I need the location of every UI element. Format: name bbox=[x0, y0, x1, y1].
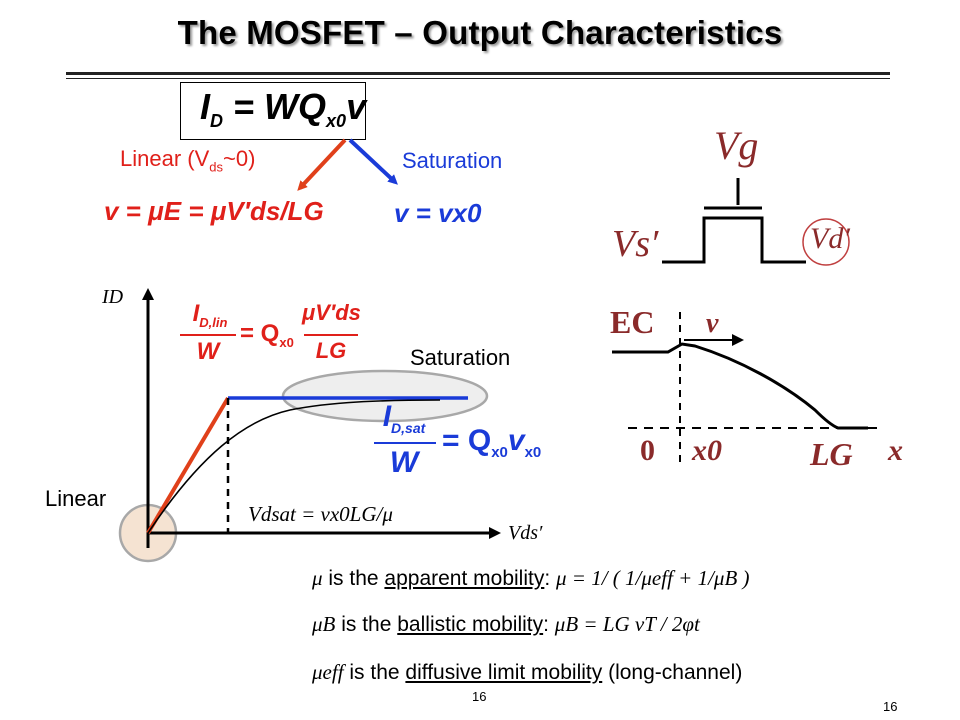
lin-eq-numerator-main: I bbox=[192, 300, 200, 327]
top-equation-lhs: I bbox=[200, 86, 211, 127]
vds-axis-label: Vds′ bbox=[508, 522, 543, 544]
linear-branch-arrow bbox=[297, 138, 347, 191]
id-vds-curve bbox=[147, 399, 441, 534]
saturation-region-label: Saturation bbox=[410, 345, 511, 370]
ec-label: EC bbox=[610, 304, 655, 340]
saturation-branch-arrow bbox=[348, 138, 398, 185]
lin-eq-rhs-pre: = Q bbox=[240, 320, 280, 347]
lin-eq-numerator-sub: D,lin bbox=[199, 314, 228, 330]
bullet-1-pre: is the bbox=[322, 567, 385, 590]
bullet-3-post: (long-channel) bbox=[602, 661, 743, 684]
linear-branch-label-post: ~0) bbox=[223, 146, 256, 171]
lin-eq-fraction-bar bbox=[180, 334, 236, 336]
sat-eq-numerator-main: I bbox=[382, 400, 392, 433]
lin-eq-rhs-sub: x0 bbox=[279, 334, 294, 350]
saturation-region-highlight bbox=[281, 369, 489, 423]
channel-outline bbox=[662, 216, 806, 264]
saturation-velocity-equation: v = vx0 bbox=[394, 198, 482, 228]
sat-eq-rhs: = Qx0vx0 bbox=[442, 424, 541, 461]
top-equation-box bbox=[180, 82, 366, 140]
top-equation-rhs-sub: x0 bbox=[326, 111, 347, 132]
sat-eq-rhs-main: = Q bbox=[442, 424, 492, 457]
bullet-2-pre: is the bbox=[335, 613, 398, 636]
lg-label: LG bbox=[810, 436, 853, 472]
lin-eq-numerator: ID,lin bbox=[180, 300, 240, 330]
bullet-3-pre: is the bbox=[343, 661, 406, 684]
saturation-branch-label: Saturation bbox=[402, 148, 503, 173]
sat-eq-denominator: W bbox=[389, 446, 419, 479]
lin-eq-denominator: W bbox=[196, 338, 220, 365]
conduction-band-edge bbox=[612, 342, 868, 430]
bullet-2-term: ballistic mobility bbox=[397, 613, 544, 636]
bullet-diffusive-mobility: μeff is the diffusive limit mobility (lo… bbox=[312, 660, 742, 685]
linear-branch-label: Linear (Vds~0) bbox=[120, 146, 255, 174]
source-voltage-label: Vs′ bbox=[612, 223, 659, 265]
lin-eq-rhs-denominator: LG bbox=[315, 338, 347, 363]
sat-eq-numerator-sub: D,sat bbox=[391, 420, 426, 436]
top-equation-lhs-sub: D bbox=[210, 111, 224, 132]
sat-eq-rhs-sub1: x0 bbox=[491, 444, 508, 461]
bullet-1-term: apparent mobility bbox=[384, 567, 545, 590]
gate-voltage-label: Vg bbox=[714, 123, 759, 168]
lin-eq-rhs: = Qx0 bbox=[240, 320, 294, 350]
bullet-3-symbol: μeff bbox=[312, 660, 344, 684]
origin-label: 0 bbox=[640, 434, 655, 467]
bullet-3-term: diffusive limit mobility bbox=[405, 661, 603, 684]
bullet-ballistic-mobility: μB is the ballistic mobility: μB = LG vT… bbox=[312, 612, 700, 637]
bullet-1-post: : bbox=[544, 567, 557, 590]
velocity-label: v bbox=[706, 308, 719, 339]
title-rule-thick bbox=[66, 72, 890, 75]
linear-asymptote-line bbox=[146, 396, 230, 535]
drain-highlight bbox=[802, 218, 850, 266]
linear-branch-label-sub: ds bbox=[209, 159, 224, 175]
sat-eq-rhs-v: v bbox=[507, 424, 525, 457]
x0-label: x0 bbox=[692, 434, 722, 467]
id-axis-label-text: ID bbox=[102, 286, 124, 308]
top-equation: ID = WQx0v bbox=[200, 86, 366, 132]
bullet-1-symbol: μ bbox=[312, 566, 323, 590]
bullet-apparent-mobility: μ is the apparent mobility: μ = 1/ ( 1/μ… bbox=[312, 566, 750, 591]
drain-voltage-label: Vd′ bbox=[810, 222, 850, 255]
id-axis-label: ID bbox=[102, 286, 123, 309]
x-axis-label: x bbox=[888, 434, 903, 467]
linear-velocity-equation: v = μE = μV′ds/LG bbox=[104, 196, 324, 226]
linear-region-label: Linear bbox=[45, 486, 107, 511]
lin-eq-rhs-numerator: μV′ds bbox=[302, 300, 361, 325]
title-rule-thin bbox=[66, 78, 890, 79]
bullet-2-post: : bbox=[543, 613, 555, 636]
linear-branch-label-pre: Linear (V bbox=[120, 146, 210, 171]
top-equation-rhs-tail: v bbox=[346, 86, 367, 127]
sat-eq-fraction-bar bbox=[374, 442, 436, 444]
bullet-1-formula: μ = 1/ ( 1/μeff + 1/μB ) bbox=[556, 566, 750, 590]
sat-eq-numerator: ID,sat bbox=[372, 400, 436, 436]
vdsat-equation: Vdsat = vx0LG/μ bbox=[248, 502, 393, 526]
bullet-2-formula: μB = LG vT / 2φt bbox=[554, 612, 700, 636]
page-number-right: 16 bbox=[883, 699, 898, 714]
sat-eq-rhs-sub2: x0 bbox=[524, 444, 542, 461]
bullet-2-symbol: μB bbox=[312, 612, 336, 636]
page-number-center: 16 bbox=[472, 689, 487, 704]
top-equation-rhs: = WQ bbox=[233, 86, 327, 127]
lin-eq-rhs-fraction-bar bbox=[304, 334, 358, 336]
slide-title: The MOSFET – Output Characteristics bbox=[177, 14, 783, 51]
